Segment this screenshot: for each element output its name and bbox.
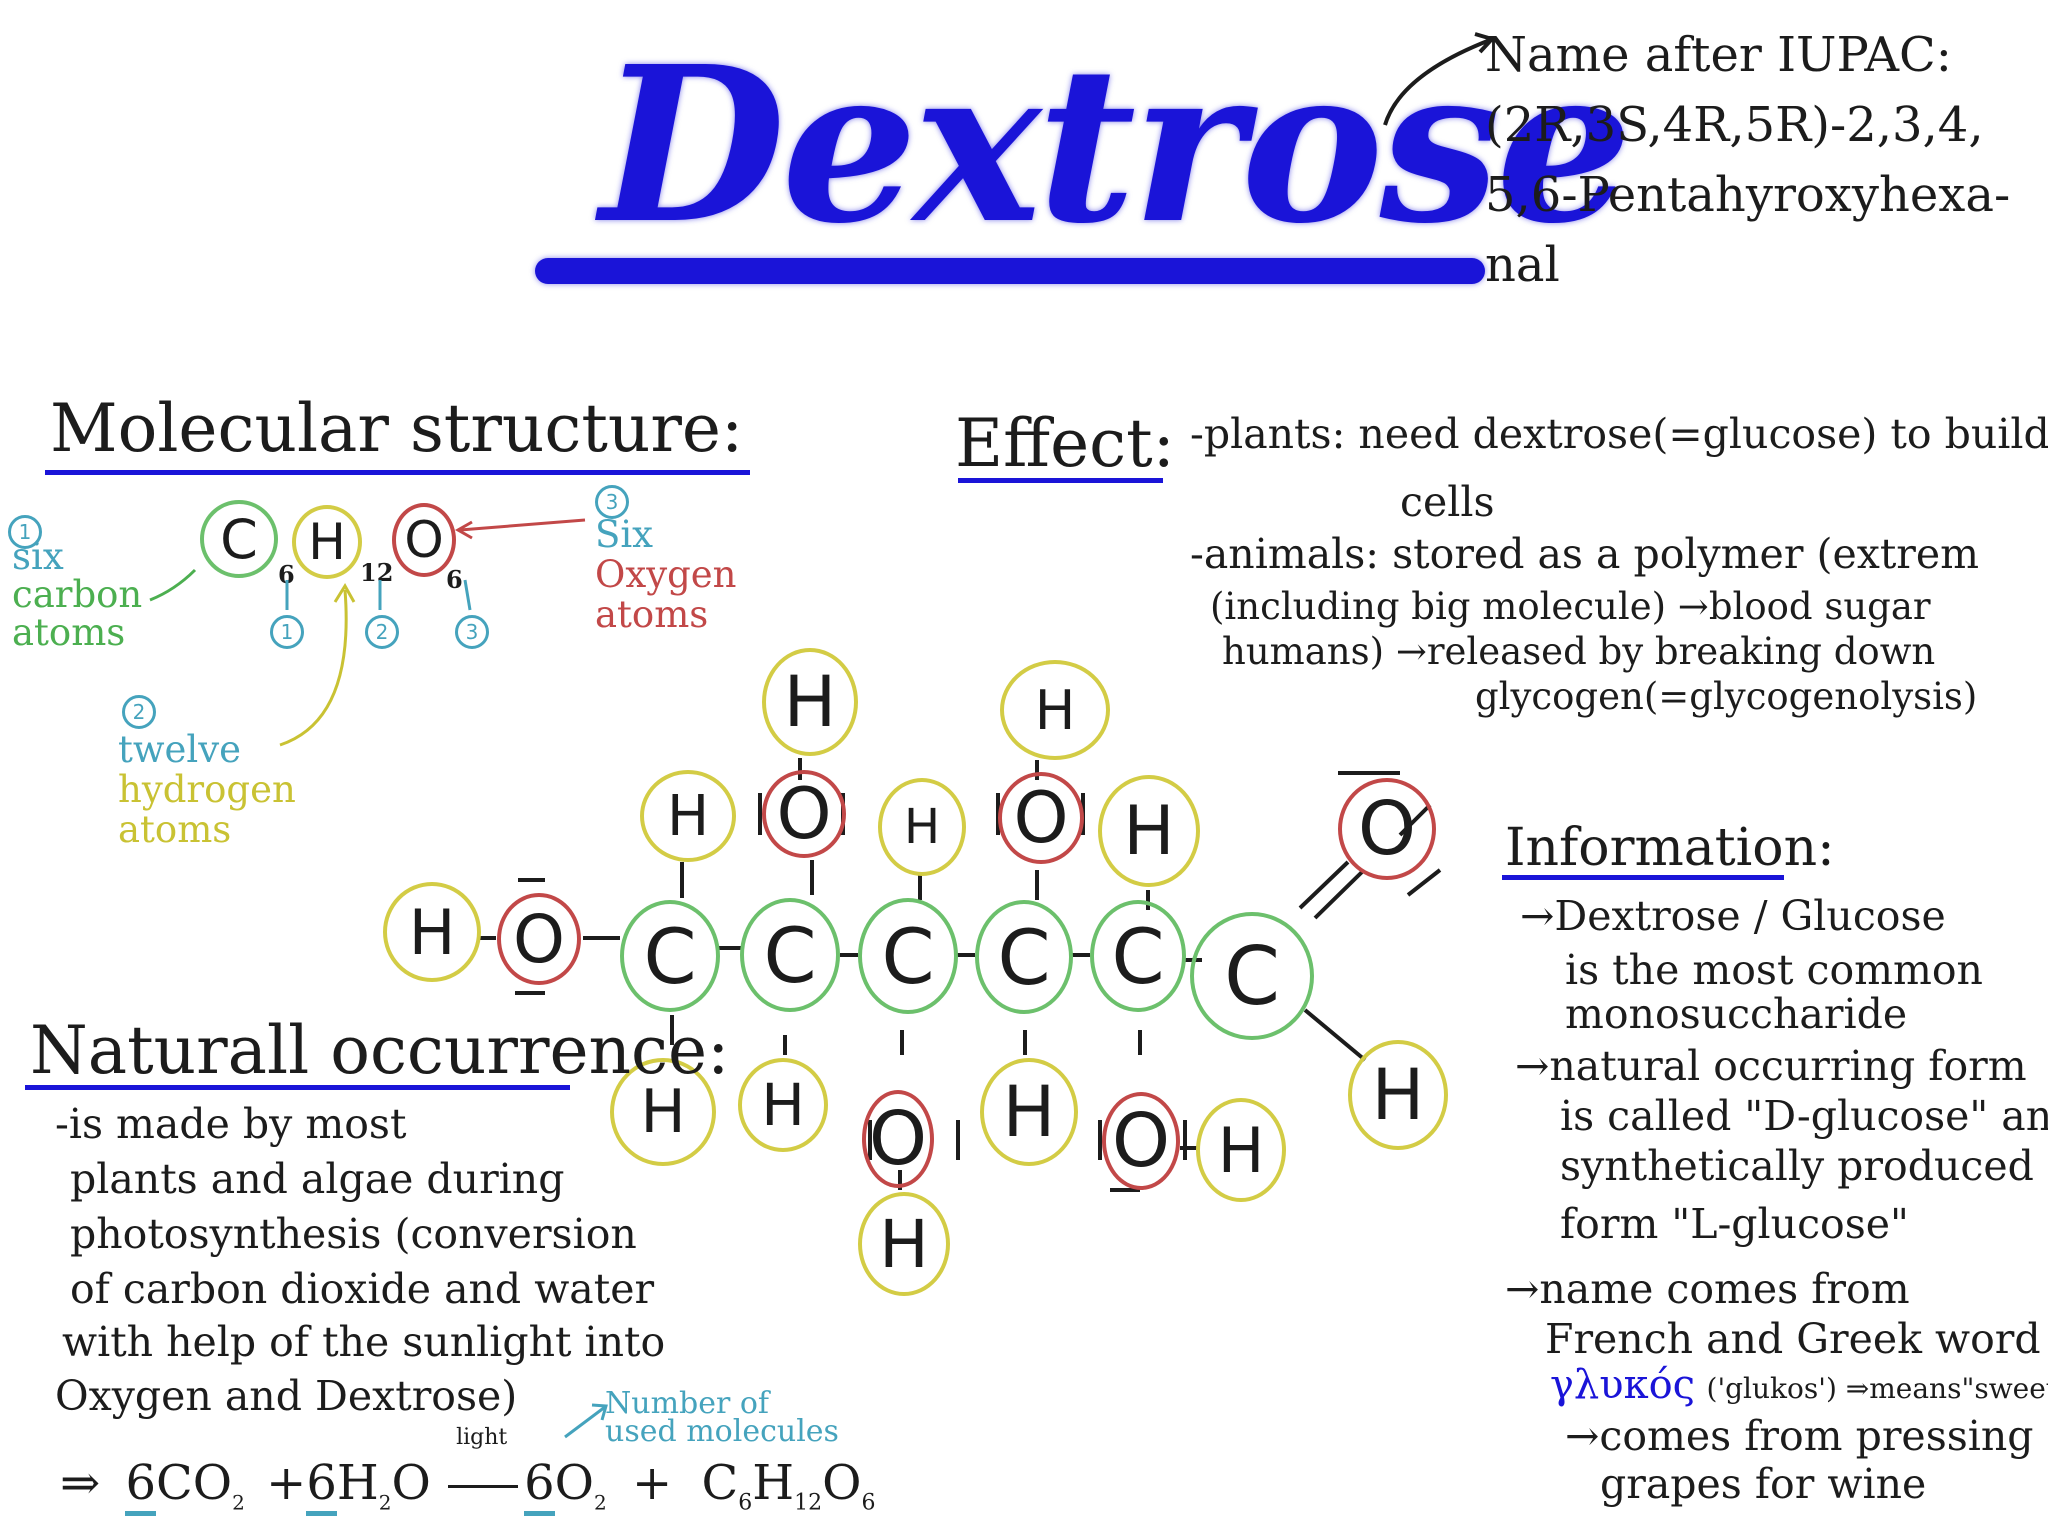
formula-oxygen-subscript: 6 bbox=[446, 565, 463, 594]
oxygen-atom: O bbox=[497, 893, 581, 985]
greek-meaning: ('glukos') ⇒means"sweet" bbox=[1706, 1372, 2048, 1405]
carbon-atom: C bbox=[1190, 912, 1314, 1040]
effect-line: humans) →released by breaking down bbox=[1222, 630, 1936, 673]
marker-three: 3 bbox=[595, 485, 629, 519]
effect-line: (including big molecule) →blood sugar bbox=[1210, 585, 1931, 628]
iupac-line: 5,6-Pentahyroxyhexa- bbox=[1485, 167, 2011, 223]
occurrence-line: plants and algae during bbox=[70, 1155, 565, 1203]
formula-arrows bbox=[149, 518, 586, 747]
carbon-atom: C bbox=[975, 900, 1073, 1014]
oxygen-atom: O bbox=[862, 1090, 934, 1188]
hydrogen-atom: H bbox=[640, 770, 736, 862]
title-underline bbox=[535, 258, 1485, 284]
greek-word-line: γλυκός ('glukos') ⇒means"sweet" bbox=[1550, 1362, 2048, 1408]
hydrogen-atom: H bbox=[1196, 1098, 1286, 1202]
oxygen-atom: O bbox=[762, 770, 846, 858]
iupac-line: nal bbox=[1485, 237, 1560, 293]
carbon-atom: C bbox=[620, 900, 720, 1012]
hydrogen-atom: H bbox=[1098, 775, 1200, 887]
hydrogen-atom: H bbox=[980, 1058, 1078, 1166]
information-line: →natural occurring form bbox=[1515, 1042, 2027, 1090]
carbon-atom: C bbox=[1090, 900, 1186, 1012]
greek-word: γλυκός bbox=[1550, 1362, 1696, 1408]
formula-hydrogen-subscript: 12 bbox=[360, 558, 394, 587]
molecular-structure-heading: Molecular structure: bbox=[50, 390, 744, 467]
information-line: →name comes from bbox=[1505, 1265, 1910, 1313]
heading-underline bbox=[25, 1085, 570, 1090]
occurrence-line: -is made by most bbox=[55, 1100, 407, 1148]
oxygen-note: Six Oxygen atoms bbox=[595, 513, 737, 636]
oxygen-atom: O bbox=[1102, 1092, 1180, 1190]
marker-three: 3 bbox=[455, 615, 489, 649]
formula-oxygen: O bbox=[392, 503, 456, 577]
effect-line: -animals: stored as a polymer (extrem bbox=[1190, 530, 1980, 578]
occurrence-heading: Naturall occurrence: bbox=[30, 1012, 730, 1089]
carbon-atom: C bbox=[740, 898, 840, 1012]
formula-carbon: C bbox=[200, 500, 278, 578]
information-line: →comes from pressing bbox=[1565, 1412, 2034, 1460]
note-arrow-icon bbox=[564, 1403, 608, 1439]
hydrogen-atom: H bbox=[383, 882, 481, 982]
hydrogen-atom: H bbox=[1348, 1040, 1448, 1150]
formula-carbon-subscript: 6 bbox=[278, 560, 295, 589]
carbon-atom: C bbox=[858, 898, 958, 1014]
information-heading: Information: bbox=[1505, 818, 1835, 878]
marker-one: 1 bbox=[270, 615, 304, 649]
effect-line: -plants: need dextrose(=glucose) to buil… bbox=[1190, 410, 2048, 458]
information-line: grapes for wine bbox=[1600, 1460, 1927, 1508]
heading-underline bbox=[1502, 875, 1784, 880]
hydrogen-atom: H bbox=[858, 1192, 950, 1296]
oxygen-atom: O bbox=[1338, 778, 1436, 880]
hydrogen-atom: H bbox=[738, 1058, 828, 1152]
carbon-note: six carbon atoms bbox=[12, 535, 143, 654]
heading-underline bbox=[958, 478, 1163, 483]
molecule-count-note: Number of used molecules bbox=[605, 1386, 839, 1449]
marker-one: 1 bbox=[8, 515, 42, 549]
effect-line: glycogen(=glycogenolysis) bbox=[1475, 675, 1978, 718]
hydrogen-atom: H bbox=[610, 1058, 716, 1166]
information-line: is called "D-glucose" and bbox=[1560, 1092, 2048, 1140]
hydrogen-atom: H bbox=[1000, 660, 1110, 760]
formula-hydrogen: H bbox=[292, 505, 362, 579]
iupac-arrow-icon bbox=[1383, 32, 1496, 126]
information-line: form "L-glucose" bbox=[1560, 1200, 1909, 1248]
marker-two: 2 bbox=[365, 615, 399, 649]
effect-line: cells bbox=[1400, 478, 1495, 526]
marker-two: 2 bbox=[122, 695, 156, 729]
oxygen-atom: O bbox=[998, 772, 1084, 864]
iupac-line: (2R,3S,4R,5R)-2,3,4, bbox=[1485, 97, 1984, 153]
hydrogen-atom: H bbox=[762, 648, 858, 756]
information-line: →Dextrose / Glucose bbox=[1520, 892, 1946, 940]
heading-underline bbox=[45, 470, 750, 475]
information-line: is the most common bbox=[1565, 946, 1983, 994]
occurrence-line: with help of the sunlight into bbox=[62, 1318, 666, 1366]
hydrogen-note: twelve hydrogen atoms bbox=[118, 728, 296, 851]
iupac-name: Name after IUPAC: (2R,3S,4R,5R)-2,3,4, 5… bbox=[1485, 25, 2010, 295]
hydrogen-atom: H bbox=[878, 778, 966, 876]
occurrence-line: photosynthesis (conversion bbox=[70, 1210, 637, 1258]
information-line: French and Greek word bbox=[1545, 1315, 2041, 1363]
occurrence-line: of carbon dioxide and water bbox=[70, 1265, 655, 1313]
iupac-line: Name after IUPAC: bbox=[1485, 27, 1952, 83]
information-line: monosuccharide bbox=[1565, 990, 1908, 1038]
effect-heading: Effect: bbox=[955, 405, 1175, 482]
page-title: Dextrose bbox=[600, 20, 1632, 271]
occurrence-line: Oxygen and Dextrose) bbox=[55, 1372, 518, 1420]
information-line: synthetically produced bbox=[1560, 1142, 2034, 1190]
